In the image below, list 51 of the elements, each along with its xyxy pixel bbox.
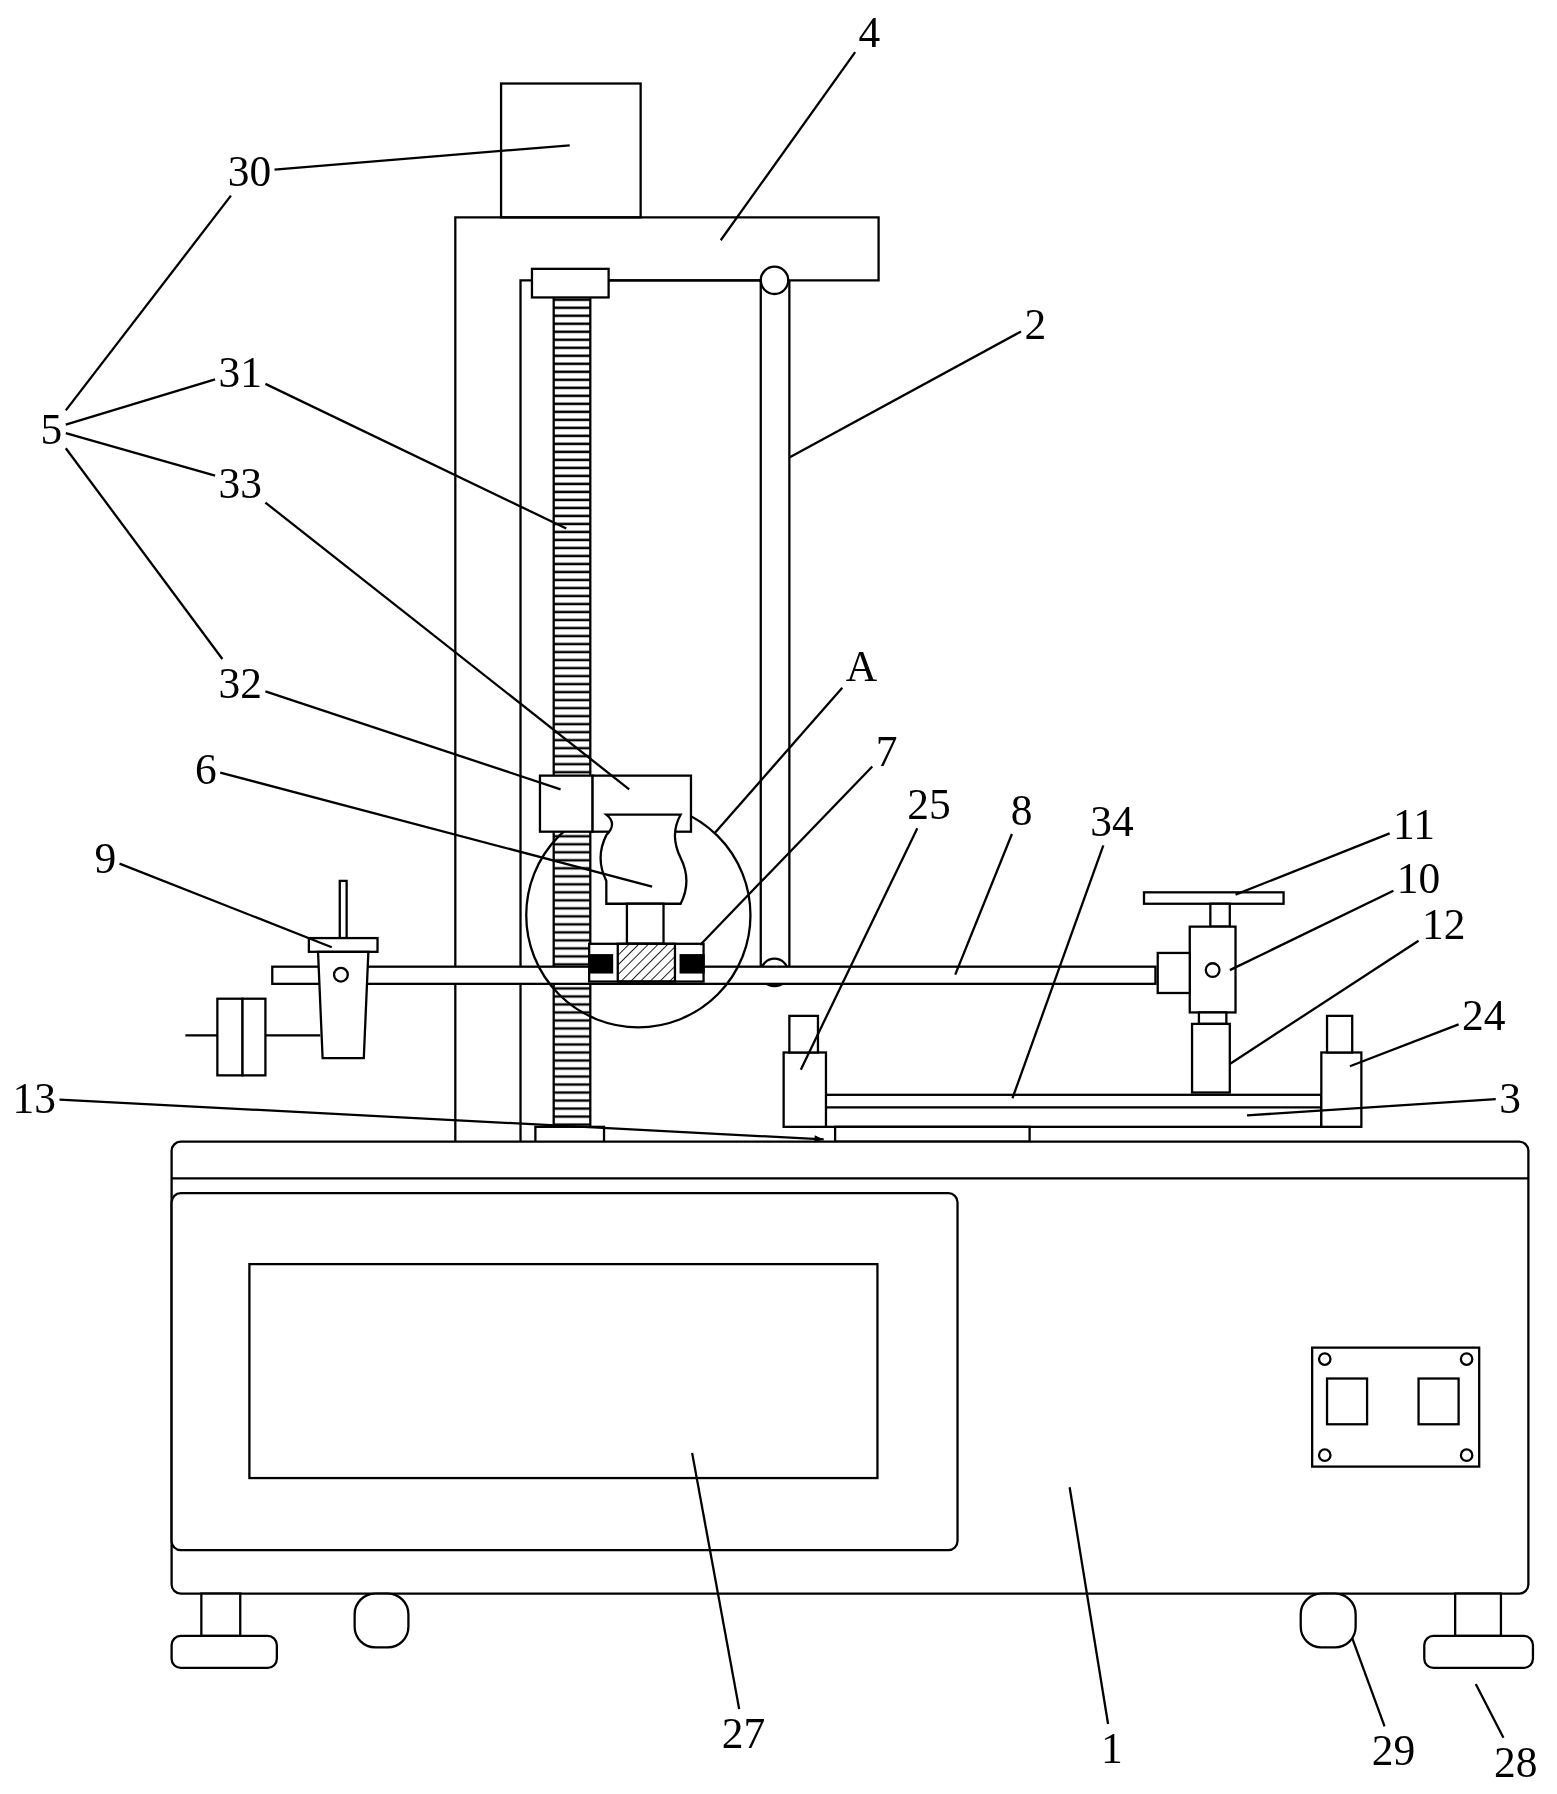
leader-line bbox=[274, 144, 570, 171]
callout-number: 3 bbox=[1499, 1076, 1521, 1120]
leader-line bbox=[65, 431, 216, 477]
leader-line bbox=[1246, 1098, 1496, 1117]
leader-line bbox=[265, 690, 561, 791]
leader-line bbox=[1349, 1023, 1459, 1068]
leader-line bbox=[1474, 1683, 1505, 1739]
leader-line bbox=[59, 1098, 824, 1143]
callout-number: 12 bbox=[1422, 902, 1466, 947]
callout-number: 34 bbox=[1090, 799, 1134, 844]
leader-line bbox=[64, 194, 232, 412]
leader-line bbox=[714, 686, 844, 834]
leader-line bbox=[64, 447, 224, 660]
leader-line bbox=[65, 378, 216, 426]
callout-number: A bbox=[845, 644, 878, 688]
leader-line bbox=[1068, 1487, 1110, 1725]
leader-line bbox=[1229, 939, 1420, 1065]
leader-line bbox=[699, 765, 874, 946]
callout-number: 8 bbox=[1010, 788, 1033, 832]
callout-number: 28 bbox=[1494, 1740, 1538, 1784]
leader-line bbox=[1011, 845, 1105, 1099]
callout-number: 32 bbox=[218, 661, 262, 705]
callout-number: 2 bbox=[1024, 302, 1047, 346]
leader-line bbox=[788, 330, 1022, 459]
callout-number: 7 bbox=[875, 729, 898, 774]
callout-number: 9 bbox=[94, 836, 117, 880]
leader-line bbox=[954, 833, 1013, 976]
callout-number: 30 bbox=[227, 149, 272, 194]
callout-number: 6 bbox=[195, 747, 217, 791]
leader-line bbox=[219, 771, 653, 888]
callout-number: 13 bbox=[12, 1076, 57, 1120]
callout-number: 27 bbox=[721, 1711, 766, 1755]
callout-number: 11 bbox=[1393, 801, 1435, 846]
leader-line bbox=[264, 382, 567, 530]
callout-number: 31 bbox=[218, 350, 262, 394]
leader-line bbox=[1235, 832, 1391, 896]
callout-number: 25 bbox=[907, 782, 951, 826]
leader-line bbox=[691, 1452, 741, 1710]
leader-line bbox=[1351, 1637, 1386, 1727]
leader-line bbox=[119, 862, 333, 949]
leader-line bbox=[1229, 889, 1394, 972]
callout-number: 1 bbox=[1101, 1726, 1123, 1770]
callout-number: 10 bbox=[1396, 856, 1441, 901]
leader-line bbox=[719, 51, 857, 241]
callout-number: 4 bbox=[858, 10, 881, 54]
callout-number: 24 bbox=[1462, 993, 1506, 1037]
callout-number: 5 bbox=[40, 407, 63, 451]
leader-line bbox=[264, 501, 630, 791]
callout-number: 29 bbox=[1371, 1728, 1416, 1773]
callout-number: 33 bbox=[218, 461, 262, 505]
leader-line bbox=[799, 827, 919, 1071]
